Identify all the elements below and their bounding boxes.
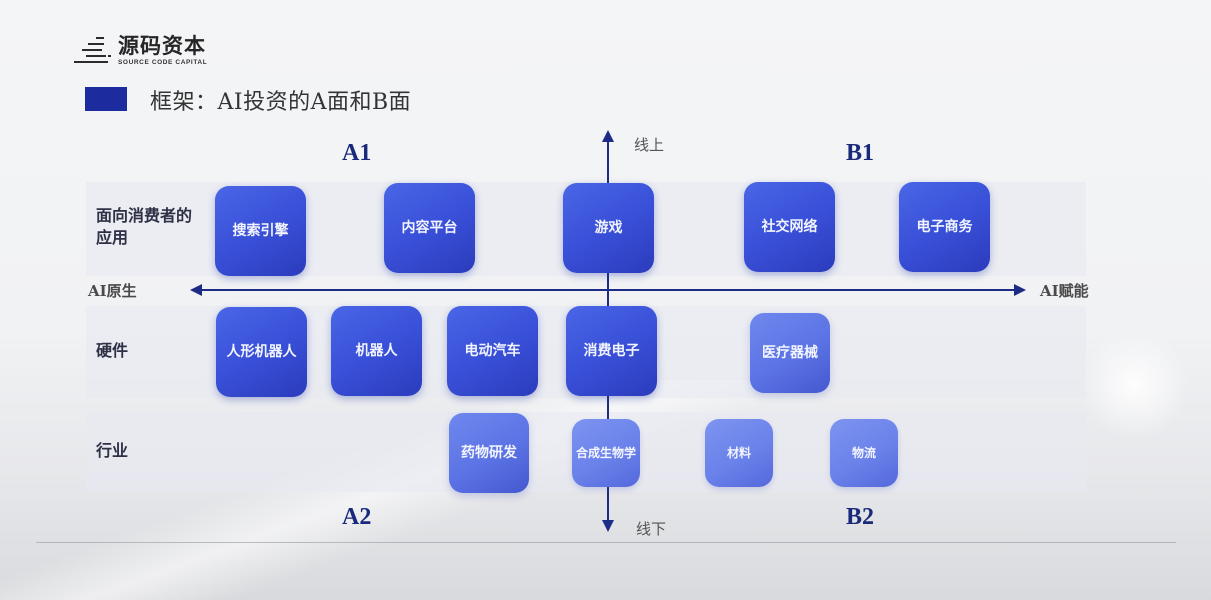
- card-content-platform: 内容平台: [384, 183, 475, 273]
- quadrant-label-b2: B2: [846, 504, 875, 530]
- arrow-up-icon: [602, 130, 614, 142]
- card-synthetic-biology: 合成生物学: [572, 419, 640, 487]
- logo-mark-icon: [74, 33, 114, 67]
- card-drug-discovery: 药物研发: [449, 413, 529, 493]
- horizontal-axis: [198, 289, 1016, 291]
- card-robot: 机器人: [331, 306, 422, 396]
- logo-name-en: SOURCE CODE CAPITAL: [118, 58, 208, 66]
- axis-label-right: AI赋能: [1040, 282, 1089, 300]
- quadrant-label-a2: A2: [342, 504, 372, 530]
- quadrant-label-a1: A1: [342, 140, 372, 166]
- title-accent-bar: [85, 87, 127, 111]
- axis-label-left: AI原生: [88, 282, 137, 300]
- logo-name-cn: 源码资本: [118, 33, 206, 58]
- row-label-industry: 行业: [96, 441, 129, 460]
- quadrant-label-b1: B1: [846, 140, 875, 166]
- row-label-hardware: 硬件: [96, 341, 129, 360]
- card-consumer-electronics: 消费电子: [566, 306, 657, 396]
- card-search-engine: 搜索引擎: [215, 186, 306, 276]
- card-humanoid-robot: 人形机器人: [216, 307, 307, 397]
- axis-label-top: 线上: [634, 136, 665, 154]
- row-label-consumer: 面向消费者的应用: [96, 206, 193, 247]
- slide-title: 框架：AI投资的A面和B面: [150, 90, 412, 115]
- background-glow: [1080, 330, 1190, 440]
- card-ecommerce: 电子商务: [899, 182, 990, 272]
- card-medical-devices: 医疗器械: [750, 313, 830, 393]
- axis-label-bottom: 线下: [636, 520, 667, 538]
- card-logistics: 物流: [830, 419, 898, 487]
- arrow-left-icon: [190, 284, 202, 296]
- card-social-network: 社交网络: [744, 182, 835, 272]
- company-logo: 源码资本 SOURCE CODE CAPITAL: [74, 30, 207, 70]
- card-gaming: 游戏: [563, 183, 654, 273]
- card-electric-vehicle: 电动汽车: [447, 306, 538, 396]
- arrow-right-icon: [1014, 284, 1026, 296]
- footer-divider: [36, 542, 1176, 543]
- card-materials: 材料: [705, 419, 773, 487]
- arrow-down-icon: [602, 520, 614, 532]
